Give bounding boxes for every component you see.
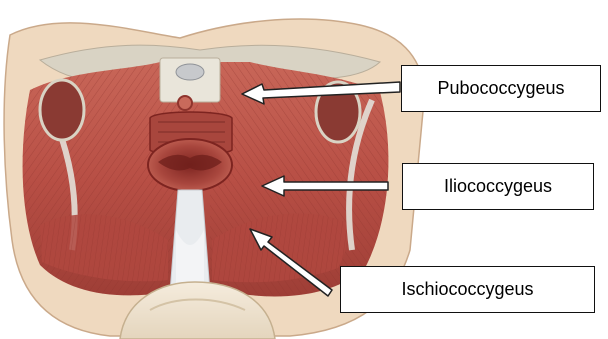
label-pubococcygeus: Pubococcygeus (401, 65, 601, 112)
label-pubococcygeus-text: Pubococcygeus (437, 78, 564, 99)
label-ischiococcygeus: Ischiococcygeus (340, 266, 595, 313)
left-obturator (40, 80, 84, 140)
label-ischiococcygeus-text: Ischiococcygeus (401, 279, 533, 300)
label-iliococcygeus-text: Iliococcygeus (444, 176, 552, 197)
label-iliococcygeus: Iliococcygeus (402, 163, 594, 210)
urethra (178, 96, 192, 110)
